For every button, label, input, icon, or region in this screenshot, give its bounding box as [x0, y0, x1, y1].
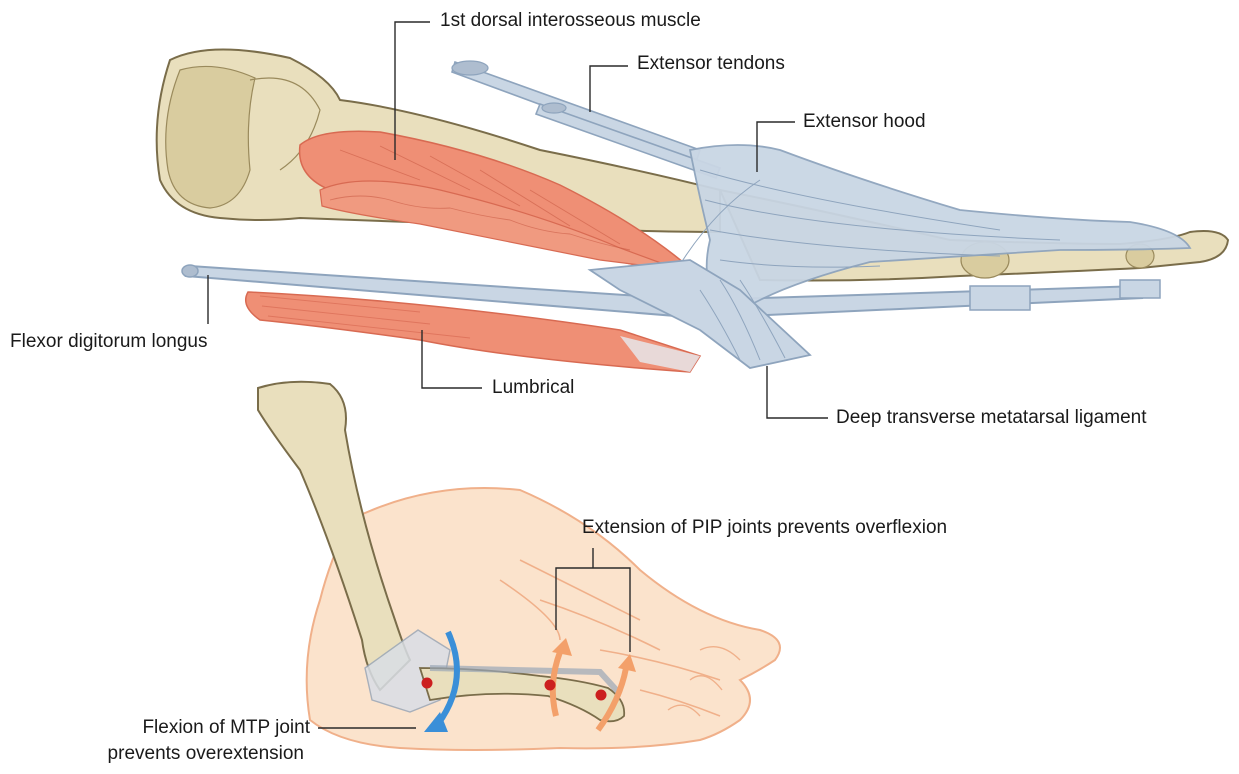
label-mtp-flexion-line2: prevents overextension [107, 743, 304, 764]
pip-joint-dot-2 [595, 689, 607, 701]
label-flexor-digitorum-longus: Flexor digitorum longus [10, 331, 208, 352]
leader-extensor-tendons [589, 65, 628, 112]
pip-extension-arrow-2 [595, 654, 636, 732]
label-extensor-hood: Extensor hood [803, 111, 926, 132]
leader-dorsal-interosseous [394, 21, 430, 160]
label-deep-transverse-ligament: Deep transverse metatarsal ligament [836, 407, 1147, 428]
label-dorsal-interosseous: 1st dorsal interosseous muscle [440, 10, 701, 31]
pip-joint-dot-1 [544, 679, 556, 691]
mtp-flexion-arrow [424, 630, 460, 732]
extensor-hood [659, 144, 1192, 322]
deep-transverse-metatarsal-ligament [587, 259, 1161, 369]
lumbrical-muscle [245, 291, 702, 373]
dorsal-interosseous-muscle [298, 130, 692, 271]
leader-pip-extension [555, 548, 631, 652]
leader-extensor-hood [756, 121, 795, 172]
leader-lumbrical [421, 330, 482, 389]
label-lumbrical: Lumbrical [492, 377, 575, 398]
label-mtp-flexion-line1: Flexion of MTP joint [142, 717, 310, 738]
flexed-toe-phalanges [418, 665, 626, 723]
leader-deep-transverse-ligament [766, 366, 828, 419]
lateral-toe-dissection [155, 21, 1230, 419]
mtp-joint-dot [421, 677, 433, 689]
label-pip-extension: Extension of PIP joints prevents overfle… [582, 517, 948, 538]
toe-action-diagram [257, 380, 781, 751]
metatarsal-bone [155, 48, 721, 234]
label-extensor-tendons: Extensor tendons [637, 53, 785, 74]
